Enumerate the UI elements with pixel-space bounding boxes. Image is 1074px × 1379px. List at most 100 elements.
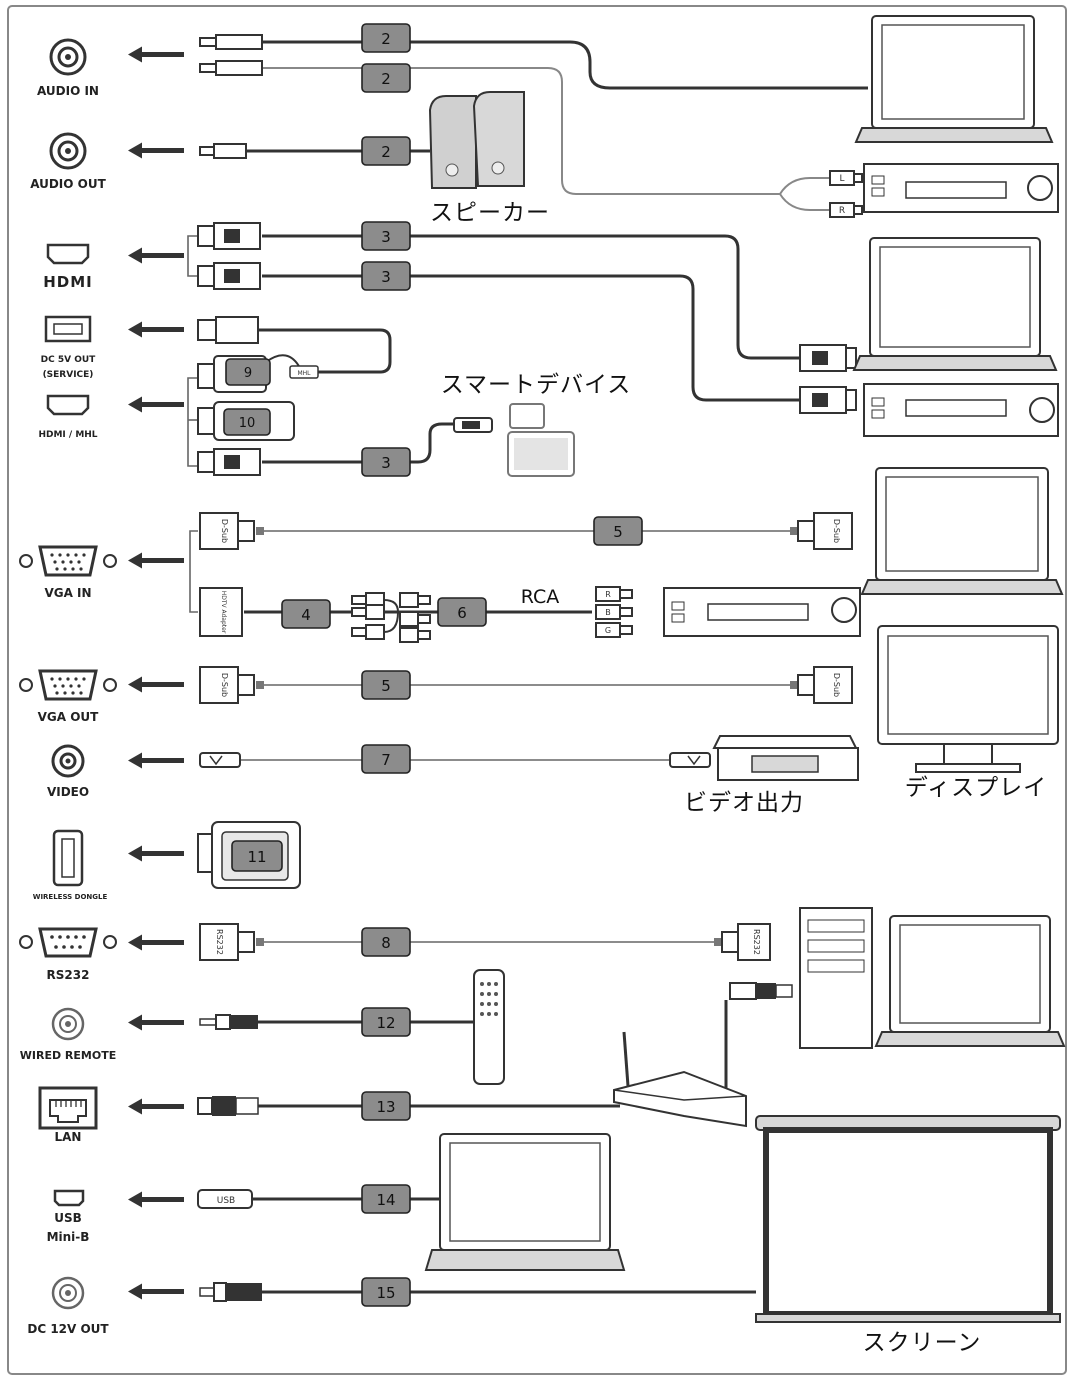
arrow-left-icon [128,247,184,264]
svg-text:12: 12 [376,1014,395,1032]
rca-l-label: L [839,174,844,184]
laptop-icon [854,15,1054,143]
usb-label-line2: Mini-B [47,1230,90,1244]
svg-text:2: 2 [381,70,391,88]
arrow-left-icon [128,752,184,769]
arrow-left-icon [128,396,184,413]
rca-component-group: R B G RCA [351,586,633,643]
dvd-player-icon [863,383,1059,437]
dsub-plug-icon: D-Sub [790,666,853,704]
dsub-plug-icon: D-Sub [790,512,853,550]
cable-badge: 4 [281,599,331,629]
audio-out-port [49,132,87,170]
cable-badge: 7 [361,744,411,774]
laptop-icon [852,237,1058,371]
speakers-icon [428,91,525,189]
usb-a-plug-icon [197,316,259,344]
cable-badge: 11 [231,840,283,872]
dvd-player-icon [863,163,1059,213]
smart-device-icon [453,403,575,477]
cable-badge: 14 [361,1184,411,1214]
screen-label: スクリーン [863,1330,982,1356]
hdmi-label: HDMI [43,273,93,291]
rs232-connector-label: RS232 [215,929,224,955]
arrow-left-icon [128,676,184,693]
svg-text:15: 15 [376,1284,395,1302]
arrow-left-icon [128,321,184,338]
audio-out-label: AUDIO OUT [30,177,106,191]
wired-remote-label: WIRED REMOTE [20,1049,116,1062]
video-plug-icon [199,752,241,768]
hdmi-plug-icon [799,344,857,372]
svg-text:9: 9 [244,366,252,381]
cable-badge: 13 [361,1091,411,1121]
svg-text:4: 4 [301,606,311,624]
usb-port-icon [53,1189,85,1207]
video-label: VIDEO [47,785,89,799]
audio-in-label: AUDIO IN [37,84,99,98]
speakers-label: スピーカー [430,200,550,226]
svg-text:5: 5 [381,677,391,695]
cable-badge: 2 [361,136,411,166]
vga-out-label: VGA OUT [38,710,100,724]
arrow-left-icon [128,46,184,63]
svg-text:11: 11 [247,848,266,866]
remote-control-icon [473,969,505,1085]
lan-port [38,1086,98,1130]
hdmi-port-icon [46,243,90,265]
laptop-icon [860,467,1064,595]
smart-device-label: スマートデバイス [441,372,632,398]
rs232-port [19,927,117,958]
audio-plug-icon [199,34,263,50]
cable-badge: 3 [361,261,411,291]
arrow-left-icon [128,934,184,951]
monitor-icon [877,625,1059,773]
cable-badge: 12 [361,1007,411,1037]
laptop-icon [424,1133,626,1271]
vga-out-port [19,669,117,701]
hdmi-mhl-label: HDMI / MHL [38,430,97,440]
cable-badge: 8 [361,927,411,957]
dsub-plug-icon: D-Sub [199,512,264,550]
plugs: MHL D-Sub HDTV Adapter D-Sub RS232 USB [197,34,319,1302]
audio-in-port [49,38,87,76]
cable-badge: 9 [225,358,271,386]
mini-jack-plug-icon [199,1014,258,1030]
svg-text:10: 10 [239,416,256,431]
cable-badge: 5 [593,516,643,546]
display-label: ディスプレイ [905,775,1047,801]
dvd-player-icon [663,587,861,637]
component-r-label: R [605,590,611,599]
component-b-label: B [605,608,611,617]
lan-label: LAN [55,1130,82,1144]
dc-plug-icon [199,1282,262,1302]
rs232-label: RS232 [47,968,90,982]
video-player-icon [712,735,859,781]
hdtv-adapter-label: HDTV Adapter [220,591,227,634]
arrow-left-icon [128,1283,184,1300]
router-icon [613,1031,747,1128]
svg-text:13: 13 [376,1098,395,1116]
svg-text:2: 2 [381,143,391,161]
cable-badge: 3 [361,447,411,477]
svg-text:2: 2 [381,30,391,48]
video-plug-icon [669,752,711,768]
arrow-left-icon [128,142,184,159]
cable-badge: 15 [361,1277,411,1307]
cable-badges: 2 2 2 3 3 9 10 3 5 4 6 5 7 11 8 12 13 14… [223,23,643,1307]
arrow-left-icon [128,1191,184,1208]
wireless-dongle-label: WIRELESS DONGLE [33,893,108,901]
hdmi-plug-icon [197,262,261,290]
rs232-plug-icon: RS232 [714,923,771,961]
usb-label-line1: USB [54,1211,82,1225]
rca-r-label: R [839,206,845,216]
hdmi-plug-icon [799,386,857,414]
hdmi-plug-icon [197,222,261,250]
diagram-frame [7,5,1067,1375]
rs232-plug-icon: RS232 [199,923,264,961]
arrow-left-icon [128,1098,184,1115]
usb-mini-plug-icon: USB [197,1189,253,1209]
dc12v-port [51,1276,85,1310]
svg-text:5: 5 [613,523,623,541]
